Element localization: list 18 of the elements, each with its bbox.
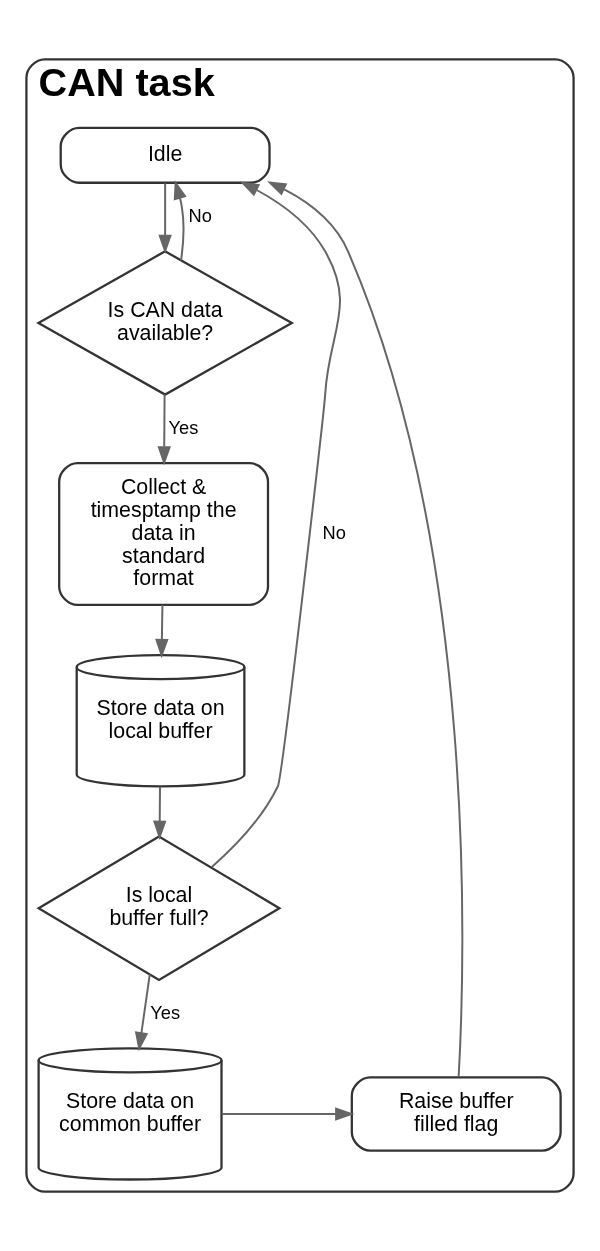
arrow xyxy=(267,181,464,1078)
node-diamond: Is CAN data available? xyxy=(36,250,295,396)
arrow xyxy=(155,604,169,659)
arrow xyxy=(158,182,172,254)
edge-label: Yes xyxy=(168,416,199,438)
node-diamond: Is local buffer full? xyxy=(36,835,282,982)
arrow xyxy=(210,181,341,869)
node-box: Collect & timesptamp the data in standard format xyxy=(58,462,270,607)
edge-label: Yes xyxy=(150,1001,181,1023)
edge-label: No xyxy=(322,521,346,543)
edge-label: No xyxy=(188,204,212,226)
arrow xyxy=(153,785,167,840)
arrow xyxy=(134,973,151,1052)
node-box: Idle xyxy=(59,126,271,184)
arrow xyxy=(173,180,187,262)
arrow xyxy=(220,1107,355,1121)
node-box: Raise buffer filled flag xyxy=(350,1076,562,1152)
arrow xyxy=(157,393,171,466)
